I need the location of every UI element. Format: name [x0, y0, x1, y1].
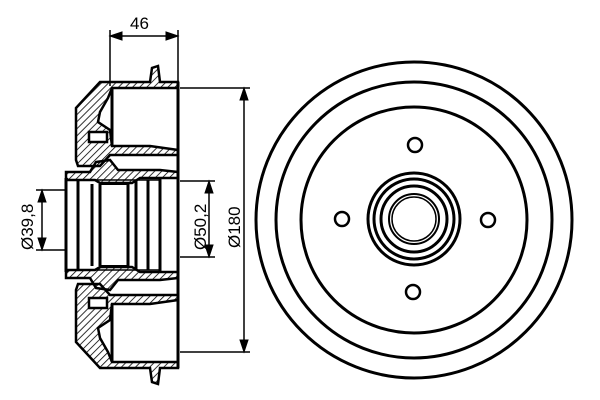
dim-width-label: 46 [130, 14, 149, 33]
section-top-wall [74, 64, 180, 168]
bolt-hole-top [406, 136, 424, 154]
hub-ring-3 [379, 184, 449, 254]
dimension-bore-diameter: Ø39,8 [18, 188, 66, 252]
middle-ring [274, 80, 554, 360]
dimension-hub-diameter: Ø50,2 [180, 179, 215, 259]
bolt-hole-right [479, 211, 497, 229]
bore-ring [391, 196, 437, 242]
hub-ring-outer [366, 171, 462, 267]
hub-bottom [64, 265, 180, 292]
section-bottom-slot [87, 296, 109, 310]
bolt-hole-left [333, 210, 351, 228]
dim-drum-label: Ø180 [225, 206, 244, 248]
bolt-hole-bottom [404, 283, 422, 301]
dimension-drum-diameter: Ø180 [180, 86, 250, 354]
hub-ring-2 [372, 177, 456, 261]
dim-bore-label: Ø39,8 [18, 204, 37, 250]
hub-top [64, 158, 180, 185]
section-view [64, 64, 180, 386]
dimension-width-46: 46 [108, 14, 180, 86]
dim-hub-label: Ø50,2 [191, 204, 210, 250]
outer-ring [254, 60, 574, 380]
front-view [254, 60, 574, 380]
hub-ring-4 [388, 193, 440, 245]
section-top-slot [87, 130, 109, 144]
inner-ring [299, 105, 529, 335]
